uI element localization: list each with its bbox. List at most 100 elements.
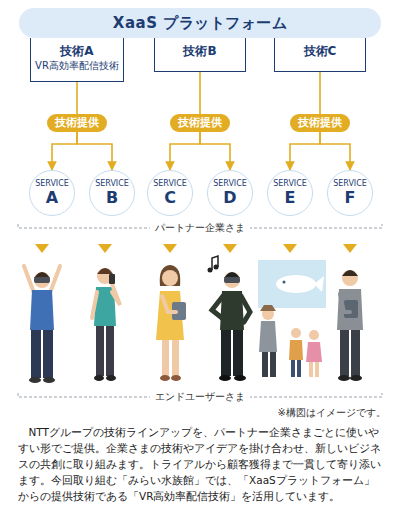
aquarium-screen-part <box>258 260 326 308</box>
technology-bracket: 技術B <box>154 38 246 72</box>
visitor-figures-part <box>309 362 313 377</box>
phone-user-figure-part <box>106 375 116 381</box>
visitor-figures-part <box>291 328 301 338</box>
provision-pill: 技術提供 <box>47 114 107 132</box>
vr-user-figure-part <box>34 277 50 283</box>
node-title: SERVICE <box>35 179 69 189</box>
node-subtitle: VR高効率配信技術 <box>35 59 119 72</box>
node-title: SERVICE <box>153 179 187 189</box>
node-title: 技術提供 <box>178 116 222 130</box>
service-circle: SERVICEB <box>89 170 135 216</box>
provision-arrow <box>52 132 77 170</box>
vr-user-figure-part <box>29 377 41 383</box>
vr-music-figure-part <box>224 272 240 288</box>
tablet-man-figure-part <box>337 289 363 330</box>
service-circle: SERVICEA <box>29 170 75 216</box>
phone-user-figure-part <box>97 268 113 274</box>
vr-music-figure-part <box>212 296 223 318</box>
node-title: 技術B <box>183 44 216 59</box>
technology-bracket: 技術AVR高効率配信技術 <box>30 38 124 82</box>
aquarium-screen-part <box>276 275 316 293</box>
node-title: 技術A <box>60 44 93 59</box>
service-circle: SERVICEC <box>147 170 193 216</box>
provision-line <box>199 72 201 114</box>
provision-line <box>319 72 321 114</box>
phone-user-figure-part <box>112 284 120 305</box>
vr-music-figure-part <box>212 256 218 270</box>
phone-user-figure-part <box>96 326 104 376</box>
tablet-woman-figure-part <box>160 265 181 286</box>
vr-user-figure-part <box>30 290 54 330</box>
group-label: パートナー企業さま <box>150 221 250 235</box>
pointer-triangles-part <box>163 244 177 253</box>
vr-music-figure-part <box>208 268 213 273</box>
vr-music-figure-part <box>219 375 231 381</box>
provision-pill: 技術提供 <box>290 114 350 132</box>
tablet-man-figure-part <box>340 294 350 312</box>
platform-band: XaaS プラットフォーム <box>19 8 381 38</box>
node-subtitle: A <box>46 189 58 207</box>
vr-music-figure-part <box>234 375 246 381</box>
image-note: ※構図はイメージです。 <box>278 406 386 420</box>
aquarium-screen-part <box>283 281 286 284</box>
tablet-woman-figure-part <box>172 340 179 376</box>
phone-user-figure <box>92 268 120 381</box>
visitor-figures-part <box>260 305 276 311</box>
node-subtitle: D <box>223 189 236 207</box>
phone-user-figure-part <box>92 292 97 318</box>
tablet-woman-figure-part <box>162 296 176 312</box>
vr-user-figure-part <box>43 330 53 378</box>
service-circle: SERVICEE <box>267 170 313 216</box>
vr-music-figure-part <box>221 330 231 376</box>
node-title: 技術C <box>304 44 337 59</box>
provision-arrow <box>200 132 230 170</box>
node-title: SERVICE <box>273 179 307 189</box>
visitor-figures-part <box>262 352 268 377</box>
tablet-woman-figure-part <box>162 270 178 286</box>
service-circle: SERVICEF <box>327 170 373 216</box>
vr-user-figure <box>24 266 60 383</box>
phone-user-figure-part <box>94 375 104 381</box>
node-title: 技術提供 <box>55 116 99 130</box>
technology-bracket: 技術C <box>274 38 366 72</box>
tablet-man-figure-part <box>342 270 358 286</box>
pointer-triangles-part <box>35 244 49 253</box>
provision-arrow <box>77 132 112 170</box>
node-subtitle: F <box>345 189 356 207</box>
tablet-man-figure <box>337 270 363 381</box>
visitor-figures-part <box>259 321 277 352</box>
visitor-figures-part <box>289 340 303 360</box>
tablet-man-figure-part <box>342 270 358 276</box>
vr-music-figure <box>208 256 251 381</box>
pointer-triangles-part <box>98 244 112 253</box>
tablet-woman-figure <box>156 265 186 381</box>
provision-pill: 技術提供 <box>170 114 230 132</box>
visitor-figures-part <box>270 352 276 377</box>
node-subtitle: C <box>164 189 176 207</box>
node-title: XaaS プラットフォーム <box>113 14 287 33</box>
provision-line <box>76 82 78 114</box>
vr-user-figure-part <box>43 377 55 383</box>
tablet-man-figure-part <box>338 375 350 381</box>
visitor-figures <box>259 305 322 377</box>
pointer-triangles-part <box>343 244 357 253</box>
aquarium-screen <box>258 260 326 308</box>
vr-music-figure-part <box>241 296 250 322</box>
vr-user-figure-part <box>50 266 60 293</box>
tablet-man-figure-part <box>350 375 362 381</box>
vr-user-figure-part <box>31 330 41 378</box>
tablet-man-figure-part <box>340 330 349 376</box>
tablet-man-figure-part <box>351 330 360 376</box>
phone-user-figure-part <box>106 326 114 376</box>
group-label: エンドユーザーさま <box>150 390 250 404</box>
visitor-figures-part <box>297 360 301 377</box>
visitor-figures-part <box>291 360 295 377</box>
visitor-figures-part <box>306 342 322 362</box>
tablet-woman-figure-part <box>160 375 170 381</box>
pointer-triangles-part <box>283 244 297 253</box>
provision-arrow <box>290 132 320 170</box>
visitor-figures-part <box>315 362 319 377</box>
caption-text: NTTグループの技術ラインアップを、パートナー企業さまごとに使いやすい形でご提供… <box>18 424 382 504</box>
node-subtitle: B <box>106 189 118 207</box>
